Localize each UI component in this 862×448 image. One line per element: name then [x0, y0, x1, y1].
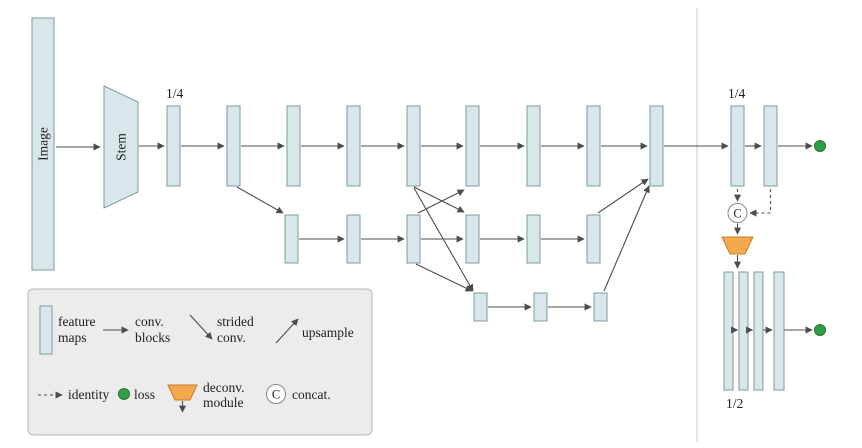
feature-map-bar — [723, 271, 734, 391]
feature-map-bar — [166, 105, 181, 187]
legend-concat-label: concat. — [292, 387, 331, 402]
backbone-bottom-branch — [473, 292, 608, 322]
feature-map-bar — [753, 271, 764, 391]
feature-map-bar — [593, 292, 608, 322]
input-image-label: Image — [36, 127, 51, 161]
legend-upsample-label: upsample — [302, 325, 354, 340]
feature-map-bar — [465, 214, 480, 264]
legend-upsample-arrow-icon — [275, 318, 299, 344]
legend-deconv-label-1: deconv. — [203, 380, 244, 395]
legend-deconv-label-2: module — [203, 395, 244, 410]
feature-map-bar — [738, 271, 749, 391]
head-scale-top-label: 1/4 — [728, 86, 746, 101]
feature-map-bar — [730, 105, 745, 187]
loss-dot — [814, 324, 826, 336]
conv-block-arrows — [56, 142, 648, 311]
feature-map-bar — [586, 214, 601, 264]
feature-map-bar — [586, 105, 601, 187]
legend-box — [27, 288, 373, 436]
legend-strided-conv-arrow-icon — [189, 314, 213, 340]
concat-node — [727, 203, 748, 223]
upsample-arrows — [417, 178, 650, 292]
identity-arrow — [749, 189, 772, 217]
legend-deconv-icon — [167, 384, 198, 401]
feature-map-bar — [465, 105, 480, 187]
feature-map-bar — [773, 271, 785, 391]
legend-conv-label-1: conv. — [135, 314, 164, 329]
feature-map-bar — [406, 105, 421, 187]
legend: feature maps conv. blocks strided conv. … — [27, 288, 373, 436]
input-image-block — [31, 17, 55, 271]
head: 1/4 C 1/2 — [664, 86, 826, 411]
legend-concat-symbol: C — [272, 388, 280, 402]
feature-map-bar — [526, 105, 541, 187]
concat-node-label: C — [733, 207, 741, 221]
deconv-module-icon — [721, 236, 754, 255]
legend-feature-label-2: maps — [58, 330, 87, 345]
legend-feature-map-icon — [39, 305, 53, 355]
backbone-middle-branch — [284, 214, 601, 264]
backbone: Image Stem 1/4 — [31, 17, 664, 322]
legend-conv-label-2: blocks — [135, 330, 170, 345]
strided-conv-arrows — [236, 186, 474, 292]
backbone-top-branch — [166, 105, 664, 187]
stem-block — [103, 85, 139, 209]
loss-dot — [814, 140, 826, 152]
legend-loss-label: loss — [134, 387, 155, 402]
legend-identity-label: identity — [68, 387, 109, 402]
feature-map-bar — [284, 214, 299, 264]
legend-loss-dot-icon — [118, 388, 130, 400]
stem-label: Stem — [114, 133, 129, 161]
head-scale-bottom-label: 1/2 — [726, 396, 743, 411]
legend-strided-label-1: strided — [217, 314, 254, 329]
feature-map-bar — [346, 105, 361, 187]
feature-map-bar — [526, 214, 541, 264]
head-upsampled-bars — [723, 271, 785, 391]
legend-strided-label-2: conv. — [217, 330, 246, 345]
backbone-scale-label: 1/4 — [166, 86, 184, 101]
feature-map-bar — [473, 292, 488, 322]
feature-map-bar — [286, 105, 301, 187]
feature-map-bar — [533, 292, 548, 322]
legend-feature-label-1: feature — [58, 314, 95, 329]
feature-map-bar — [649, 105, 664, 187]
feature-map-bar — [226, 105, 241, 187]
feature-map-bar — [763, 105, 778, 187]
legend-concat-node-icon — [266, 384, 286, 404]
feature-map-bar — [406, 214, 421, 264]
feature-map-bar — [346, 214, 361, 264]
